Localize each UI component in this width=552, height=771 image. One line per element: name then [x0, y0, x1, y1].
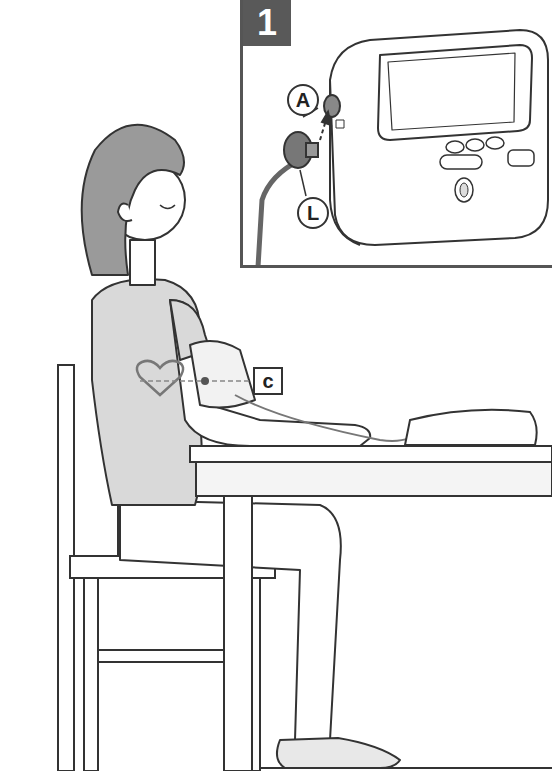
inset-panel: 1A L [240, 0, 552, 268]
callout-letter: L [307, 202, 319, 225]
table [190, 446, 552, 771]
inset-ground [241, 0, 552, 267]
air-plug [258, 108, 331, 267]
callout-letter: c [262, 370, 273, 393]
callout-box: c [253, 367, 283, 395]
monitor-device [324, 30, 548, 245]
heart-level [137, 361, 249, 395]
step-number: 1 [243, 0, 291, 46]
callout-circle: A [287, 84, 319, 116]
callout-circle: L [297, 197, 329, 229]
callout-letter: A [296, 89, 310, 112]
monitor-on-table [405, 410, 537, 445]
